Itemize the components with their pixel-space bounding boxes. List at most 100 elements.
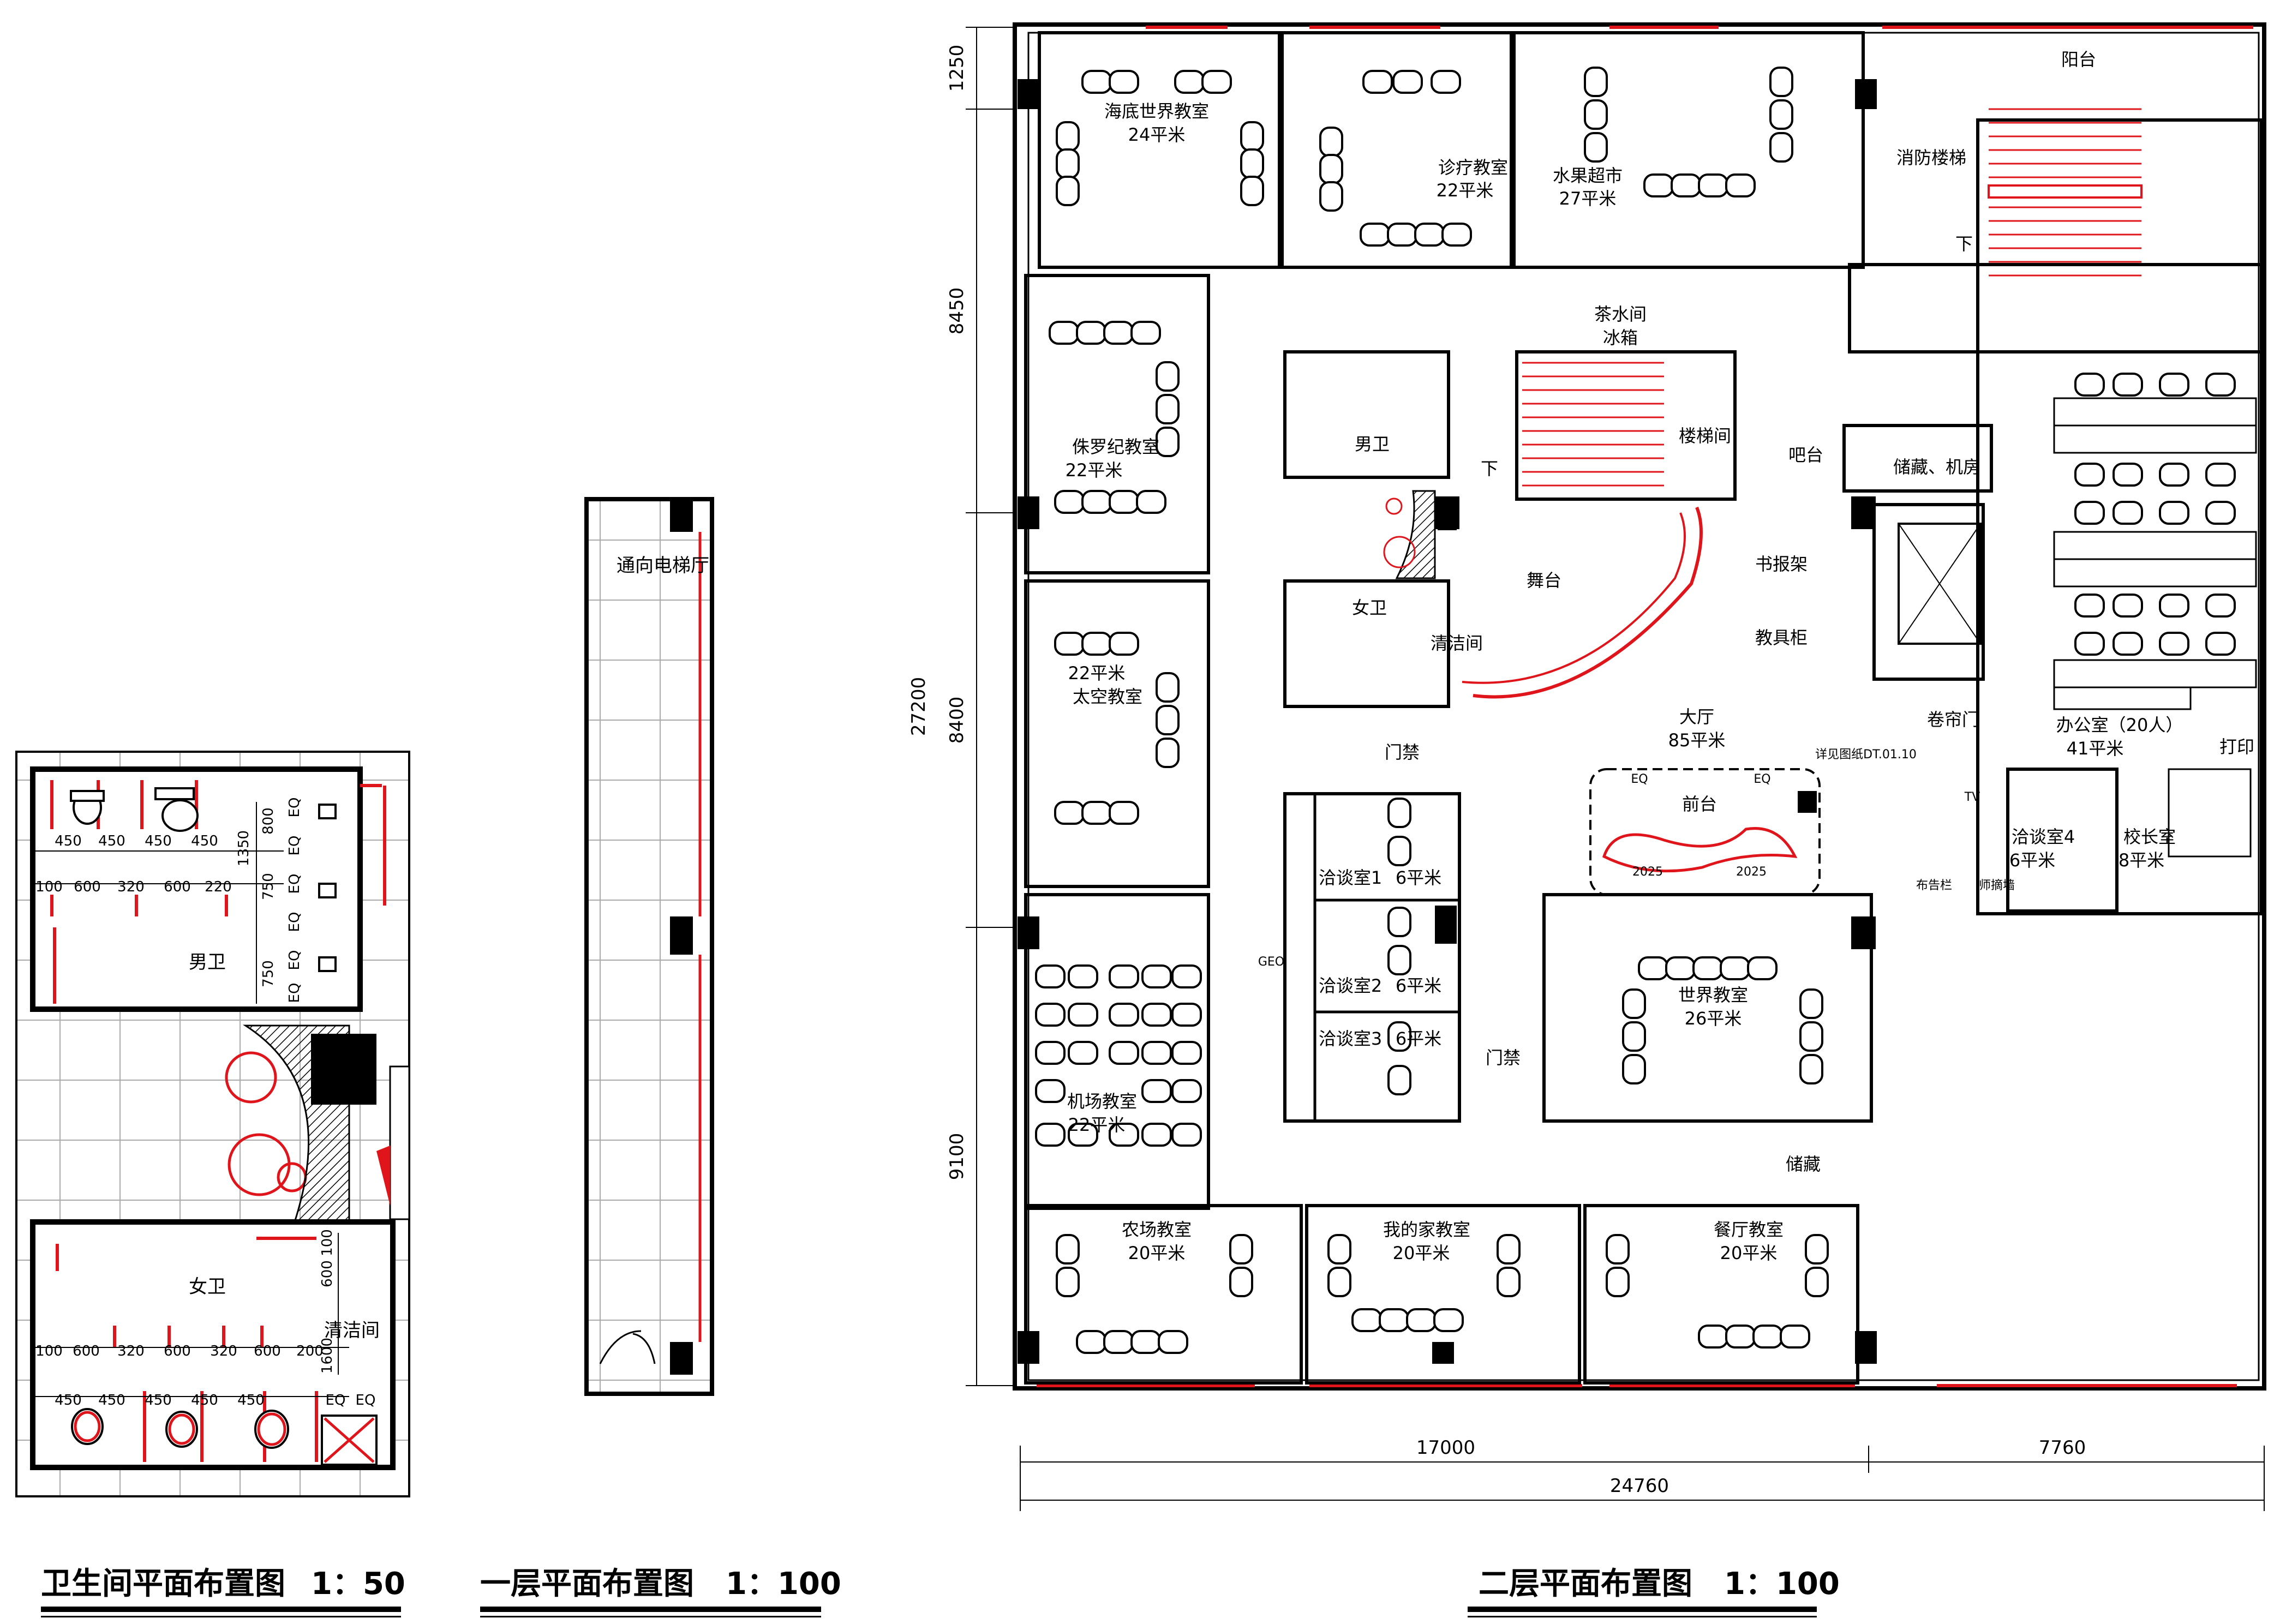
room-bingxiang: 冰箱	[1603, 327, 1638, 348]
room-dating-area: 85平米	[1668, 730, 1726, 751]
dim-bottom-7760: 7760	[2039, 1437, 2086, 1459]
stair-down-2: 下	[1481, 458, 1498, 479]
room-chucang-jifang: 储藏、机房	[1893, 457, 1980, 477]
women-dim-v-1: 100	[319, 1229, 336, 1256]
room-dating-name: 大厅	[1679, 706, 1714, 727]
room-xiaozhang-area: 8平米	[2119, 850, 2164, 871]
women-dim-2-5: 450	[237, 1392, 265, 1409]
label-menjin-1: 门禁	[1385, 742, 1420, 763]
label-shiqiang: 师摘墙	[1979, 879, 2015, 892]
room-haidi-area: 24平米	[1128, 124, 1186, 145]
women-dim-2-3: 450	[145, 1392, 172, 1409]
room-taikong-area: 22平米	[1068, 663, 1126, 684]
label-jiaojugui: 教具柜	[1755, 627, 1808, 648]
room-nvwei: 女卫	[1352, 597, 1387, 618]
room-louti: 楼梯间	[1679, 426, 1731, 446]
women-dim-1-6: 600	[254, 1343, 281, 1359]
room-wodejia-name: 我的家教室	[1383, 1219, 1470, 1240]
room-bangong-name: 办公室（20人）	[2056, 715, 2183, 735]
men-dim-top-3: 450	[145, 833, 172, 849]
men-eq-2: EQ	[286, 836, 303, 856]
label-tv: TV	[1964, 790, 1980, 804]
room-qiatan3-area: 6平米	[1396, 1028, 1441, 1049]
room-qiatan1-name: 洽谈室1	[1319, 867, 1382, 888]
dim-total-horizontal: 24760	[1610, 1475, 1669, 1497]
label-ref-note: 详见图纸DT.01.10	[1815, 748, 1917, 762]
room-wodejia-area: 20平米	[1393, 1243, 1450, 1263]
women-dim-1-7: 200	[296, 1343, 324, 1359]
floor1-plan-scale: 1：100	[726, 1566, 841, 1602]
chair-symbols	[1035, 67, 2236, 1354]
room-nongchang-area: 20平米	[1128, 1243, 1186, 1263]
room-shijie-name: 世界教室	[1678, 985, 1748, 1005]
floor1-plan: 通向电梯厅 一层平面布置图 1：100	[480, 497, 841, 1617]
women-room-label: 女卫	[189, 1276, 226, 1298]
label-qiantai: 前台	[1682, 794, 1717, 814]
men-dim-2-4: 600	[164, 879, 191, 895]
room-zhuluoji-area: 22平米	[1066, 460, 1123, 481]
label-shubaojia: 书报架	[1755, 554, 1808, 574]
room-shuiguo-area: 27平米	[1559, 188, 1617, 209]
room-qiatan4-name: 洽谈室4	[2012, 826, 2075, 847]
men-eq-3: EQ	[286, 874, 303, 894]
floor1-elevator-label: 通向电梯厅	[617, 555, 709, 577]
room-qiatan2-area: 6平米	[1396, 975, 1441, 996]
floor2-plan: 海底世界教室 24平米 诊疗教室 22平米 水果超市 27平米 阳台 消防楼梯 …	[908, 22, 2266, 1617]
label-year-right: 2025	[1736, 865, 1767, 879]
men-eq-4: EQ	[286, 912, 303, 932]
room-canting-area: 20平米	[1720, 1243, 1778, 1263]
women-dim-1-5: 320	[210, 1343, 237, 1359]
room-wutai: 舞台	[1527, 570, 1561, 591]
room-qingjie: 清洁间	[1431, 633, 1483, 654]
restroom-plan-title: 卫生间平面布置图	[41, 1566, 285, 1602]
men-dim-v-1: 800	[260, 807, 277, 835]
dim-left-1250: 1250	[946, 45, 968, 92]
label-eq-right: EQ	[1754, 772, 1770, 786]
women-dim-2-1: 450	[55, 1392, 82, 1409]
label-eq-left: EQ	[1631, 772, 1648, 786]
women-dim-1-1: 100	[35, 1343, 63, 1359]
men-dim-v-4: 750	[260, 960, 277, 987]
dim-bottom-17000: 17000	[1416, 1437, 1475, 1459]
women-dim-v-2: 600	[319, 1260, 336, 1287]
floor2-plan-title: 二层平面布置图	[1479, 1566, 1692, 1602]
dim-total-vertical: 27200	[908, 677, 930, 736]
cleaning-room-label: 清洁间	[324, 1320, 380, 1341]
room-bataai: 吧台	[1788, 445, 1823, 465]
women-dim-2-4: 450	[191, 1392, 218, 1409]
room-qiatan4-area: 6平米	[2009, 850, 2055, 871]
women-dim-1-3: 320	[117, 1343, 145, 1359]
room-yangtai: 阳台	[2061, 49, 2096, 70]
restroom-plan: 450 450 450 450 100 600 320 600 220 800 …	[15, 751, 410, 1617]
men-room-label: 男卫	[189, 951, 226, 973]
room-chucang: 储藏	[1786, 1154, 1821, 1174]
label-menjin-2: 门禁	[1486, 1047, 1521, 1068]
room-taikong-name: 太空教室	[1073, 686, 1142, 707]
label-juanlianmen: 卷帘门	[1927, 709, 1979, 730]
room-qiatan3-name: 洽谈室3	[1319, 1028, 1382, 1049]
dim-left-9100: 9100	[946, 1133, 968, 1180]
men-dim-2-5: 220	[205, 879, 232, 895]
women-dim-1-4: 600	[164, 1343, 191, 1359]
men-dim-v-2: 1350	[236, 830, 252, 866]
stair-down-1: 下	[1955, 233, 1973, 254]
women-eq-2: EQ	[356, 1392, 376, 1409]
men-dim-top-4: 450	[191, 833, 218, 849]
men-eq-6: EQ	[286, 983, 303, 1003]
room-canting-name: 餐厅教室	[1714, 1219, 1784, 1240]
room-nanwei: 男卫	[1355, 434, 1390, 454]
men-dim-top-1: 450	[55, 833, 82, 849]
label-year-left: 2025	[1632, 865, 1663, 879]
floor2-plan-scale: 1：100	[1724, 1566, 1840, 1602]
dim-left-8400: 8400	[946, 697, 968, 744]
men-eq-1: EQ	[286, 798, 303, 818]
men-dim-2-1: 100	[35, 879, 63, 895]
men-dim-2-3: 320	[117, 879, 145, 895]
women-dim-v-3: 1600	[319, 1338, 336, 1374]
room-nongchang-name: 农场教室	[1122, 1219, 1192, 1240]
label-dayin: 打印	[2219, 736, 2254, 757]
women-dim-1-2: 600	[73, 1343, 100, 1359]
label-geo: GEO	[1258, 955, 1284, 969]
women-dim-2-2: 450	[98, 1392, 125, 1409]
